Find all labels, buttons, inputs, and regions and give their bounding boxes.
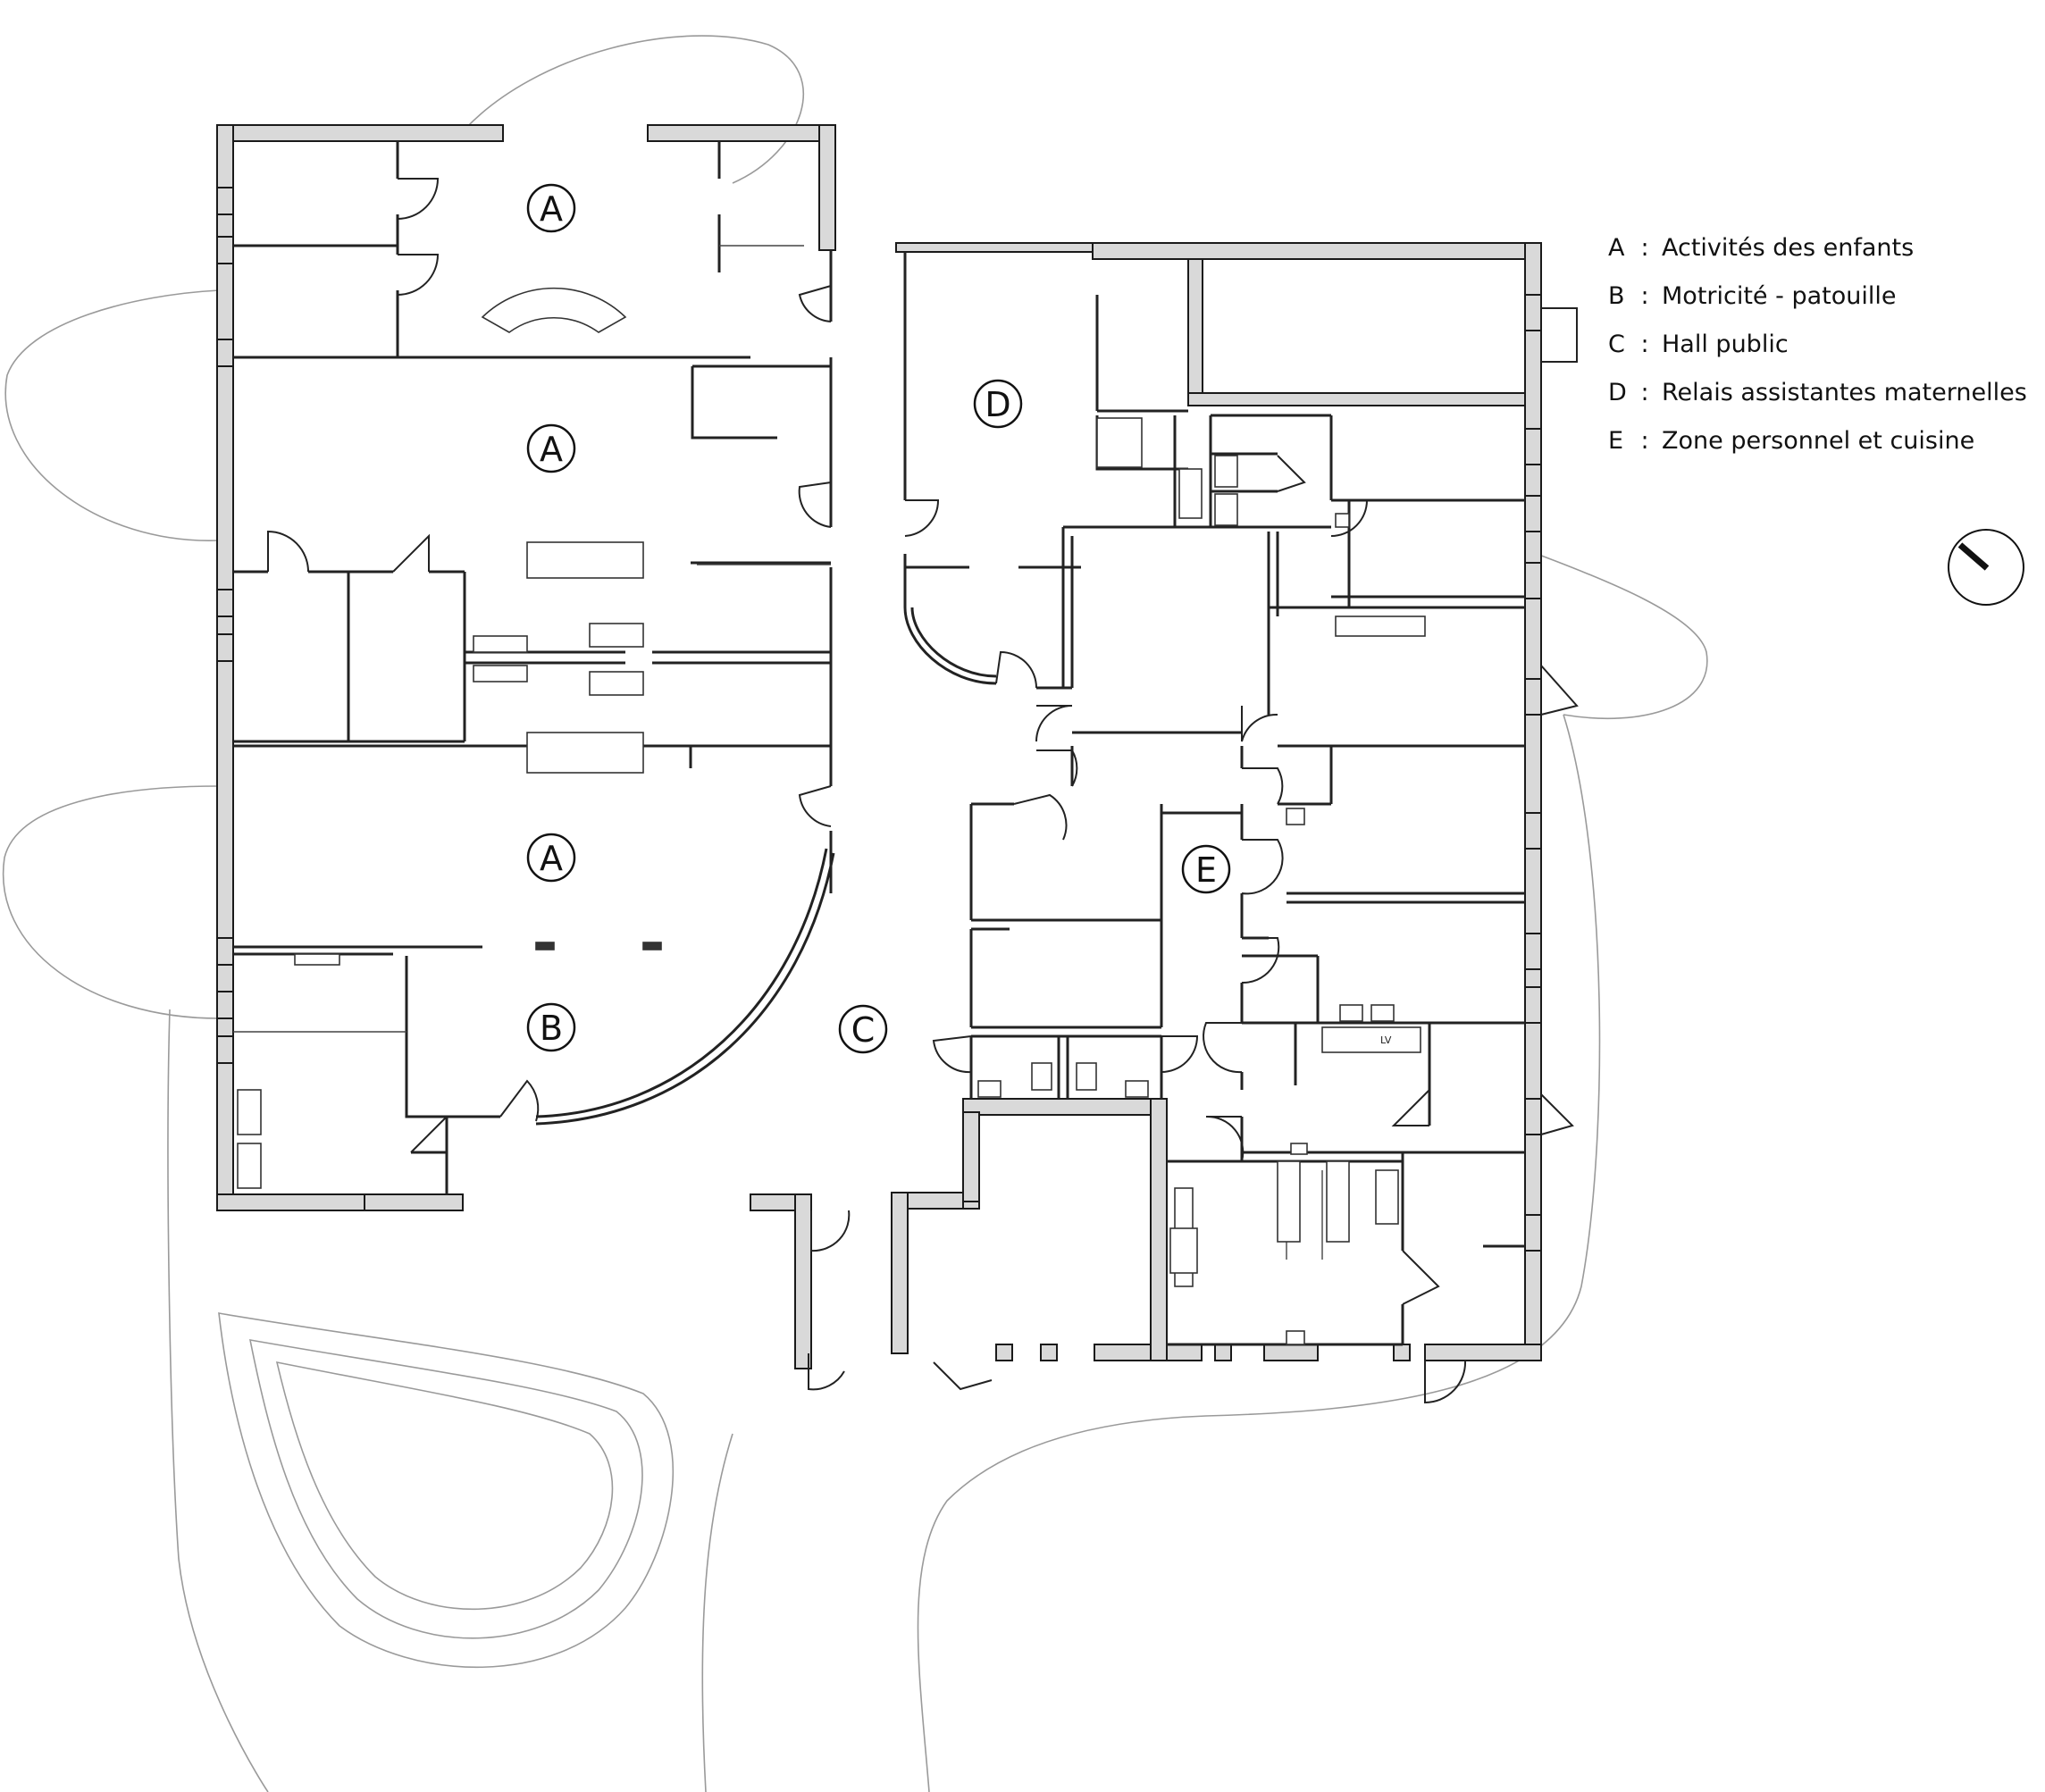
legend-separator: : <box>1640 378 1649 406</box>
legend-letter: A <box>1608 233 1625 262</box>
zone-label-a3: A <box>540 839 563 878</box>
legend-item-d: D : Relais assistantes maternelles <box>1608 368 2037 416</box>
interior-partitions <box>233 141 1525 1346</box>
legend-letter: B <box>1608 281 1625 310</box>
zone-marker-a3: A <box>526 833 576 883</box>
legend-text: Zone personnel et cuisine <box>1662 426 1975 455</box>
legend: A : Activités des enfants B : Motricité … <box>1608 223 2037 465</box>
zone-marker-a2: A <box>526 423 576 473</box>
zone-label-b: B <box>540 1009 563 1048</box>
legend-item-e: E : Zone personnel et cuisine <box>1608 416 2037 465</box>
legend-item-b: B : Motricité - patouille <box>1608 272 2037 320</box>
landscape-lines <box>2 35 1708 1792</box>
north-arrow-icon <box>1948 529 2024 606</box>
zone-marker-b: B <box>526 1002 576 1052</box>
zone-label-a2: A <box>540 430 563 469</box>
legend-item-a: A : Activités des enfants <box>1608 223 2037 272</box>
legend-text: Activités des enfants <box>1662 233 1915 262</box>
zone-label-c: C <box>851 1010 876 1050</box>
legend-letter: D <box>1608 378 1627 406</box>
legend-item-c: C : Hall public <box>1608 320 2037 368</box>
legend-text: Motricité - patouille <box>1662 281 1897 310</box>
exterior-walls <box>216 124 1542 1369</box>
zone-marker-e: E <box>1181 844 1231 894</box>
door-swings <box>267 178 1579 1404</box>
legend-text: Relais assistantes maternelles <box>1662 378 2027 406</box>
zone-label-e: E <box>1195 850 1217 890</box>
zone-marker-a1: A <box>526 183 576 233</box>
legend-separator: : <box>1640 281 1649 310</box>
legend-separator: : <box>1640 426 1649 455</box>
legend-separator: : <box>1640 330 1649 358</box>
zone-marker-c: C <box>838 1004 888 1054</box>
legend-text: Hall public <box>1662 330 1789 358</box>
legend-letter: C <box>1608 330 1625 358</box>
zone-marker-d: D <box>973 379 1023 429</box>
legend-letter: E <box>1608 426 1624 455</box>
fixture-label-lv: LV <box>1380 1034 1392 1046</box>
zone-label-a1: A <box>540 189 563 229</box>
legend-separator: : <box>1640 233 1649 262</box>
zone-label-d: D <box>985 385 1010 424</box>
fixtures: LV <box>237 287 1426 1345</box>
